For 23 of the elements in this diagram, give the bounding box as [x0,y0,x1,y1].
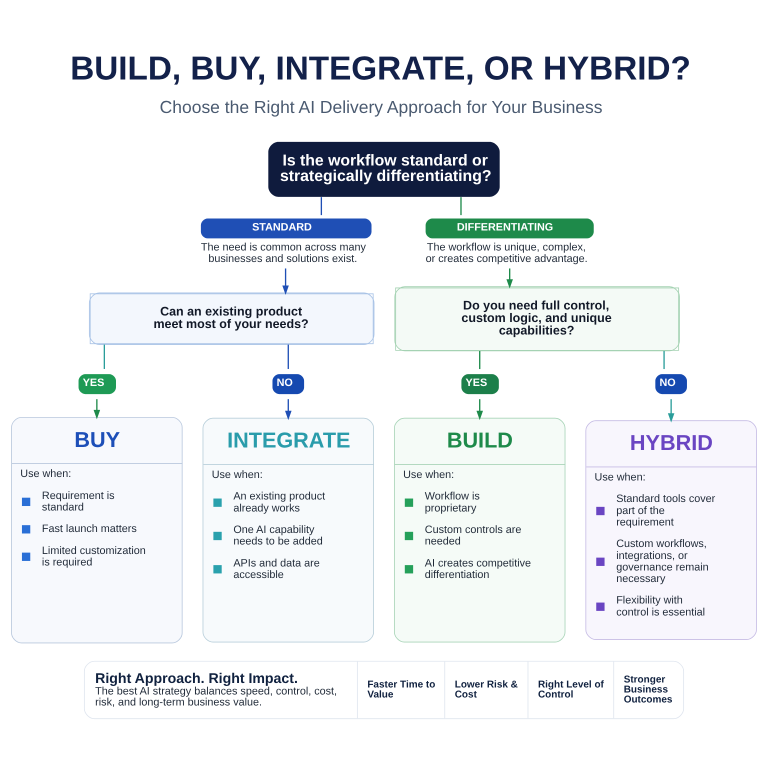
arrow [668,398,674,422]
node-box: Is the workflow standard or strategically differentiating? [268,141,500,196]
node-label: The workflow is unique, complex, or creates competitive advantage. [426,240,588,265]
connector [479,350,480,369]
arrow [285,398,292,420]
node-label: The need is common across many businesses and solutions exist. [200,240,366,265]
label: Choose the Right AI Delivery Approach for Your Business [160,96,603,116]
diagram-title: BUILD, BUY, INTEGRATE, OR HYBRID? [70,50,691,87]
node-box: NO [655,374,687,394]
connector [104,344,105,368]
connector [460,196,462,215]
connector [320,196,322,215]
node-box: YES [461,374,499,394]
arrow [282,268,289,294]
node-box: NO [272,374,304,394]
arrow [506,268,513,288]
arrow [476,398,483,420]
connector [663,350,665,369]
node-box: STANDARD [200,218,372,238]
connector [288,344,289,368]
arrow [94,398,100,419]
node-box: DIFFERENTIATING [426,218,594,238]
node-box: YES [78,374,116,394]
